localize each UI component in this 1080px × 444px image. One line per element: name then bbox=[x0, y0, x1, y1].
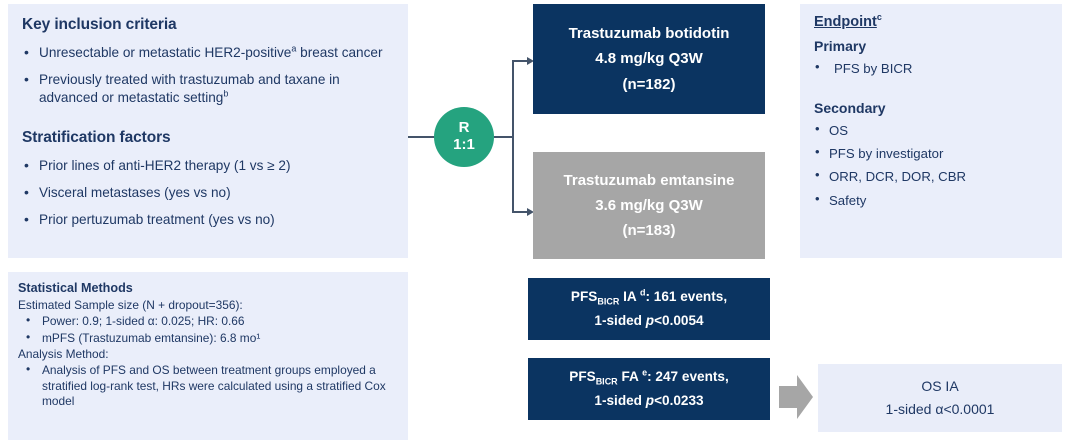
pfs-ia-p-value: <0.0054 bbox=[654, 313, 704, 328]
pfs-interim-analysis-box: PFSBICR IA d: 161 events, 1-sided p<0.00… bbox=[528, 278, 770, 340]
list-item: Prior lines of anti-HER2 therapy (1 vs ≥… bbox=[22, 156, 394, 175]
inclusion-item-text: Previously treated with trastuzumab and … bbox=[39, 72, 340, 106]
connector-line-to-arm-b bbox=[512, 211, 532, 213]
pfs-fa-prefix: PFS bbox=[569, 368, 596, 384]
pfs-fa-subscript: BICR bbox=[595, 376, 618, 387]
connector-line-vertical bbox=[512, 61, 514, 213]
connector-line-into-randomization bbox=[408, 136, 435, 138]
list-item: OS bbox=[814, 121, 1048, 139]
randomization-label: R bbox=[458, 119, 470, 137]
pfs-ia-line2: 1-sided p<0.0054 bbox=[594, 313, 703, 329]
pfs-ia-subscript: BICR bbox=[597, 296, 620, 307]
arm-b-sample-size: (n=183) bbox=[622, 222, 676, 240]
analysis-method-line: Analysis Method: bbox=[18, 347, 109, 362]
footnote-marker-e: e bbox=[642, 367, 648, 378]
pfs-final-analysis-box: PFSBICR FA e: 247 events, 1-sided p<0.02… bbox=[528, 358, 770, 420]
pfs-ia-sided: 1-sided bbox=[594, 313, 646, 328]
estimated-sample-size-line: Estimated Sample size (N + dropout=356): bbox=[18, 298, 243, 312]
spacer bbox=[814, 83, 1048, 100]
list-item: Prior pertuzumab treatment (yes vs no) bbox=[22, 210, 394, 229]
pfs-fa-line2: 1-sided p<0.0233 bbox=[594, 393, 703, 409]
arrow-head-arm-b-icon bbox=[527, 208, 534, 216]
pfs-fa-sided: 1-sided bbox=[594, 393, 646, 408]
list-item: Previously treated with trastuzumab and … bbox=[22, 70, 394, 107]
footnote-marker-b: b bbox=[223, 88, 229, 99]
connector-line-out-of-randomization bbox=[494, 136, 514, 138]
secondary-endpoint-list: OS PFS by investigator ORR, DCR, DOR, CB… bbox=[814, 121, 1048, 209]
endpoints-panel: Endpointc Primary PFS by BICR Secondary … bbox=[800, 4, 1062, 258]
arrow-head-arm-a-icon bbox=[527, 57, 534, 65]
list-item: Analysis of PFS and OS between treatment… bbox=[18, 362, 396, 409]
inclusion-criteria-list: Unresectable or metastatic HER2-positive… bbox=[22, 43, 394, 107]
arm-a-dose: 4.8 mg/kg Q3W bbox=[595, 50, 703, 68]
endpoint-heading: Endpointc bbox=[814, 12, 1048, 30]
secondary-endpoint-heading: Secondary bbox=[814, 100, 886, 117]
list-item: ORR, DCR, DOR, CBR bbox=[814, 167, 1048, 185]
primary-endpoint-heading: Primary bbox=[814, 38, 867, 54]
os-ia-title: OS IA bbox=[921, 378, 959, 395]
key-inclusion-criteria-panel: Key inclusion criteria Unresectable or m… bbox=[8, 4, 408, 258]
right-block-arrow-icon bbox=[779, 375, 813, 419]
pfs-fa-p-value: <0.0233 bbox=[654, 393, 704, 408]
list-item: PFS by investigator bbox=[814, 144, 1048, 162]
arm-b-dose: 3.6 mg/kg Q3W bbox=[595, 196, 703, 214]
list-item: Unresectable or metastatic HER2-positive… bbox=[22, 43, 394, 62]
randomization-node: R 1:1 bbox=[434, 107, 494, 167]
pfs-fa-events: : 247 events, bbox=[647, 368, 729, 384]
stratification-factors-list: Prior lines of anti-HER2 therapy (1 vs ≥… bbox=[22, 156, 394, 229]
treatment-arm-a-box: Trastuzumab botidotin 4.8 mg/kg Q3W (n=1… bbox=[533, 4, 765, 114]
footnote-marker-a: a bbox=[291, 43, 297, 54]
randomization-ratio: 1:1 bbox=[453, 136, 475, 153]
endpoint-heading-text: Endpoint bbox=[814, 14, 877, 30]
pfs-fa-mid: FA bbox=[617, 368, 643, 384]
pfs-ia-p-symbol: p bbox=[645, 313, 655, 328]
statistical-methods-heading: Statistical Methods bbox=[18, 281, 133, 295]
pfs-ia-line1: PFSBICR IA d: 161 events, bbox=[570, 287, 728, 307]
arm-a-sample-size: (n=182) bbox=[622, 75, 676, 93]
pfs-ia-events: : 161 events, bbox=[645, 288, 728, 304]
inclusion-item-text: Unresectable or metastatic HER2-positive bbox=[39, 45, 292, 60]
arm-b-drug-name: Trastuzumab emtansine bbox=[563, 171, 735, 189]
pfs-ia-prefix: PFS bbox=[570, 288, 598, 304]
sample-size-bullet-list: Power: 0.9; 1-sided α: 0.025; HR: 0.66 m… bbox=[18, 313, 396, 346]
treatment-arm-b-box: Trastuzumab emtansine 3.6 mg/kg Q3W (n=1… bbox=[533, 152, 765, 259]
key-inclusion-criteria-heading: Key inclusion criteria bbox=[22, 16, 177, 33]
stratification-factors-heading: Stratification factors bbox=[22, 129, 171, 147]
pfs-fa-line1: PFSBICR FA e: 247 events, bbox=[569, 367, 729, 387]
os-interim-analysis-box: OS IA 1-sided α<0.0001 bbox=[818, 364, 1062, 432]
connector-line-to-arm-a bbox=[512, 60, 532, 62]
list-item: Power: 0.9; 1-sided α: 0.025; HR: 0.66 bbox=[18, 313, 396, 329]
list-item: PFS by BICR bbox=[814, 59, 1048, 77]
arm-a-drug-name: Trastuzumab botidotin bbox=[568, 25, 730, 43]
spacer bbox=[22, 116, 394, 129]
statistical-methods-panel: Statistical Methods Estimated Sample siz… bbox=[8, 272, 408, 440]
pfs-fa-p-symbol: p bbox=[645, 393, 655, 408]
list-item: Safety bbox=[814, 191, 1048, 209]
inclusion-item-tail: breast cancer bbox=[296, 45, 383, 60]
footnote-marker-c: c bbox=[876, 12, 882, 23]
footnote-marker-d: d bbox=[639, 287, 646, 298]
analysis-method-bullet-list: Analysis of PFS and OS between treatment… bbox=[18, 362, 396, 409]
list-item: mPFS (Trastuzumab emtansine): 6.8 mo¹ bbox=[18, 330, 396, 346]
pfs-ia-mid: IA bbox=[619, 288, 640, 304]
os-ia-alpha: 1-sided α<0.0001 bbox=[885, 401, 995, 417]
list-item: Visceral metastases (yes vs no) bbox=[22, 183, 394, 202]
primary-endpoint-list: PFS by BICR bbox=[814, 59, 1048, 77]
